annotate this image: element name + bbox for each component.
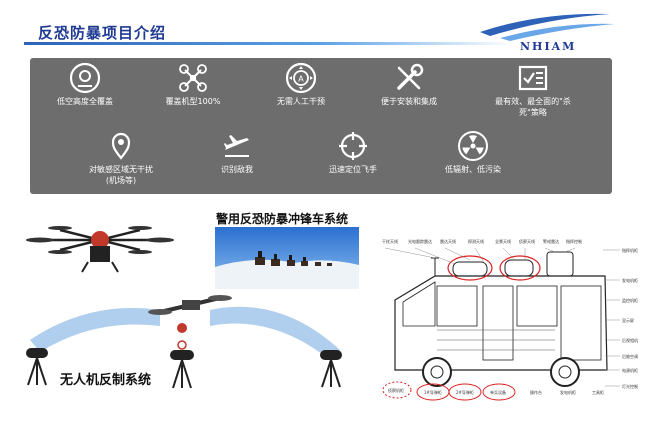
callout-label: 1#导弹柜: [424, 390, 442, 395]
uav-countermeasure-illustration: [26, 226, 342, 389]
feature-iff: 识别敌我: [182, 130, 292, 175]
title-underline: [24, 42, 514, 45]
callout-label: 工具柜: [592, 390, 604, 395]
svg-text:A: A: [298, 75, 304, 84]
signal-arc-left: [30, 308, 160, 352]
vehicle-schematic-diagram: [382, 247, 620, 401]
page-title: 反恐防暴项目介绍: [38, 24, 167, 42]
jammer-unit-right-icon: [320, 350, 342, 388]
logo-swoosh-icon: [480, 13, 615, 41]
feature-label: 对敏感区域无干扰 (机场等): [89, 165, 153, 185]
callout-label: 电源机柜: [622, 368, 638, 373]
company-logo: NHIAM: [520, 40, 577, 53]
feature-no-interference: 对敏感区域无干扰 (机场等): [66, 130, 176, 186]
feature-label: 最有效、最全面的"杀 死"策略: [495, 97, 571, 117]
feature-label: 覆盖机型100%: [165, 97, 221, 106]
feature-coverage: 低空高度全覆盖: [30, 62, 140, 107]
highlight-circle: [447, 255, 493, 281]
feature-models: 覆盖机型100%: [138, 62, 248, 107]
highlight-circle: [482, 383, 516, 401]
airplane-icon: [224, 135, 249, 157]
feature-label: 低空高度全覆盖: [57, 97, 113, 106]
callout-label: 光电跟踪雷达: [408, 239, 432, 244]
callout-label: 干扰天线: [382, 239, 398, 244]
feature-locate: 迅速定位飞手: [298, 130, 408, 175]
altitude-target-icon: [69, 62, 101, 94]
quadcopter-drone-icon: [148, 295, 232, 350]
feature-label: 低辐射、低污染: [445, 165, 501, 174]
jammer-unit-left-icon: [26, 348, 48, 386]
feature-strategy: 最有效、最全面的"杀 死"策略: [478, 62, 588, 118]
location-pin-icon: [111, 132, 131, 160]
highlight-circle: [382, 381, 412, 399]
feature-auto: A 无需人工干预: [246, 62, 356, 107]
callout-label: 警戒雷达: [543, 239, 559, 244]
hexacopter-drone-icon: [26, 226, 174, 273]
jammer-unit-center-icon: [170, 350, 194, 389]
callout-label: 操作台: [530, 390, 542, 395]
feature-label: 无需人工干预: [277, 97, 325, 106]
feature-label: 识别敌我: [221, 165, 253, 174]
callout-label: 发电机柜: [560, 390, 576, 395]
highlight-circle: [499, 255, 541, 281]
highlight-circle: [448, 383, 482, 401]
feature-label: 迅速定位飞手: [329, 165, 377, 174]
feature-label: 便于安装和集成: [381, 97, 437, 106]
callout-label: 监控机柜: [622, 298, 638, 303]
feature-install: 便于安装和集成: [354, 62, 464, 107]
callout-label: 雷达天线: [440, 239, 456, 244]
callout-label: 探测天线: [468, 239, 484, 244]
radiation-icon: [458, 131, 488, 161]
feature-low-radiation: 低辐射、低污染: [418, 130, 528, 175]
callout-label: 指挥机柜: [622, 248, 638, 253]
tools-icon: [397, 63, 424, 90]
crosshair-icon: [339, 132, 367, 160]
callout-label: 全景天线: [495, 239, 511, 244]
signal-arc-right: [210, 306, 340, 360]
callout-label: 指挥控制: [566, 239, 582, 244]
callout-label: 单兵设备: [490, 390, 506, 395]
drone-icon: [179, 64, 207, 92]
callout-label: 2#导弹柜: [456, 390, 474, 395]
callout-label: 显示屏: [622, 318, 634, 323]
callout-label: 侦察天线: [519, 239, 535, 244]
mounted-patrol-photo: [215, 227, 359, 289]
callout-label: 后视相机: [622, 338, 638, 343]
gamepad-icon: A: [285, 62, 317, 94]
callout-label: 发电机柜: [622, 278, 638, 283]
callout-label: 灯光控制: [622, 384, 638, 389]
checklist-icon: [518, 65, 548, 91]
features-panel: 低空高度全覆盖 覆盖机型100% A 无需人工干预 便于安装和集成: [30, 58, 612, 194]
callout-label: 后舱空调: [622, 354, 638, 359]
uav-system-title: 无人机反制系统: [60, 373, 152, 388]
callout-label: 侦察机柜: [388, 388, 404, 393]
vehicle-system-title: 警用反恐防暴冲锋车系统: [216, 212, 349, 226]
